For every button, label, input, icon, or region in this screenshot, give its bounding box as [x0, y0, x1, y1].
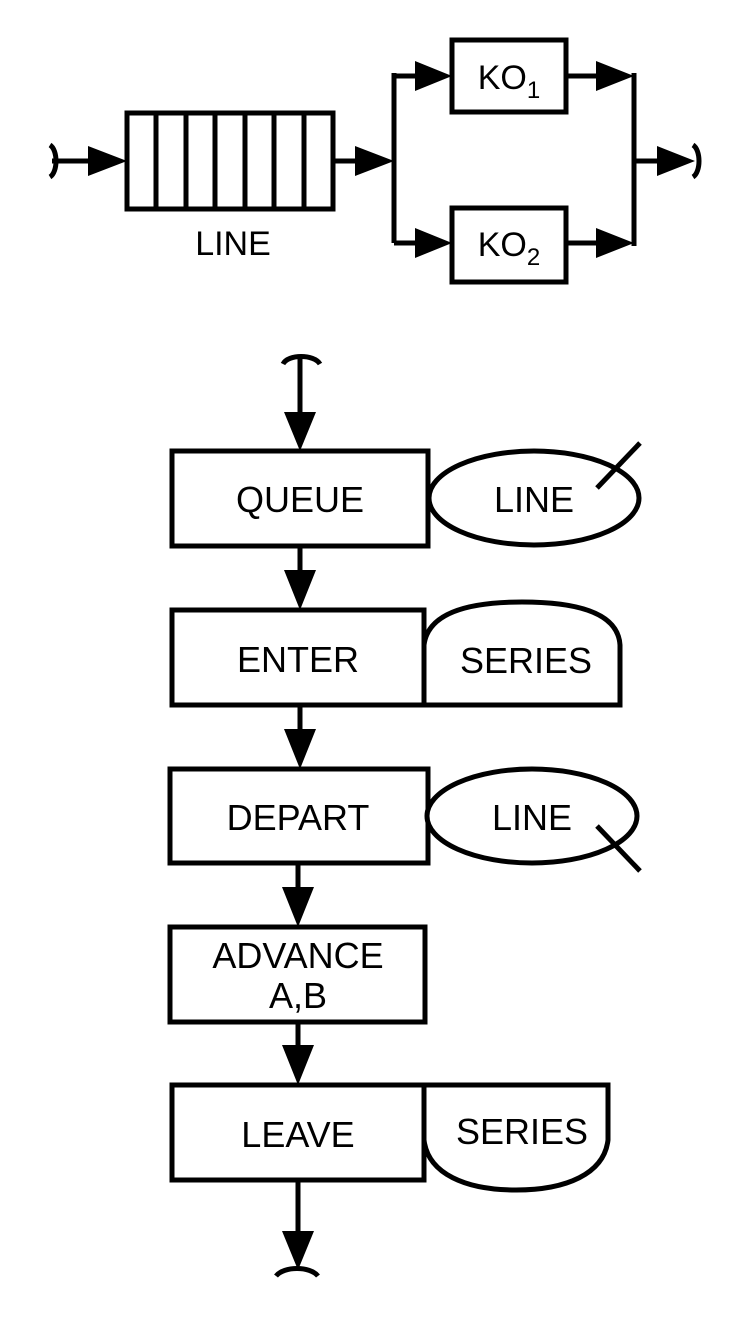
queue-system-diagram: LINE KO1 KO2 — [48, 37, 702, 285]
leave-storage-label: SERIES — [456, 1111, 588, 1152]
output-arrowhead — [657, 146, 695, 176]
depart-block — [167, 766, 431, 866]
input-arrowhead — [88, 146, 127, 176]
arrow-enter-depart-head — [284, 729, 316, 769]
advance-block — [167, 924, 428, 1025]
depart-entity-ellipse — [424, 766, 640, 866]
queue-block-label: QUEUE — [236, 479, 364, 520]
advance-block-label-line1: ADVANCE — [212, 935, 383, 976]
branch-1-arrowhead — [415, 61, 452, 91]
queue-slot-dividers — [153, 113, 307, 209]
arrow-advance-leave-head — [282, 1045, 314, 1085]
enter-storage-label: SERIES — [460, 640, 592, 681]
enter-block-label: ENTER — [237, 639, 359, 680]
leave-storage-shape — [421, 1082, 611, 1193]
queue-entity-label: LINE — [494, 479, 574, 520]
output-wave — [691, 142, 702, 180]
queue-buffer — [124, 110, 336, 212]
enter-storage-shape — [421, 599, 623, 708]
depart-exit-tick — [595, 824, 642, 873]
entry-arrowhead — [284, 412, 316, 451]
arrow-depart-advance-head — [282, 887, 314, 927]
channel-ko1-label: KO1 — [478, 59, 540, 104]
channel-ko2-label: KO2 — [478, 226, 540, 271]
branch-2-arrowhead — [415, 228, 452, 258]
queue-entry-tick — [595, 441, 642, 490]
depart-entity-label: LINE — [492, 797, 572, 838]
split-arrowhead — [355, 146, 394, 176]
channel-ko2-box — [449, 205, 569, 285]
leave-block-label: LEAVE — [241, 1114, 354, 1155]
exit-wave — [274, 1266, 320, 1278]
entry-wave — [280, 354, 323, 366]
queue-entity-ellipse — [426, 448, 642, 548]
queue-label: LINE — [195, 225, 271, 263]
enter-block — [169, 607, 427, 708]
exit-arrowhead — [282, 1231, 314, 1270]
channel-ko2-out-arrowhead — [596, 228, 634, 258]
arrow-queue-enter-head — [284, 570, 316, 610]
channel-ko1-out-arrowhead — [596, 61, 634, 91]
gpss-block-diagram: QUEUE LINE ENTER SERIES DEPART LINE ADVA… — [167, 354, 642, 1278]
depart-block-label: DEPART — [227, 797, 370, 838]
advance-block-label-line2: A,B — [269, 975, 327, 1016]
